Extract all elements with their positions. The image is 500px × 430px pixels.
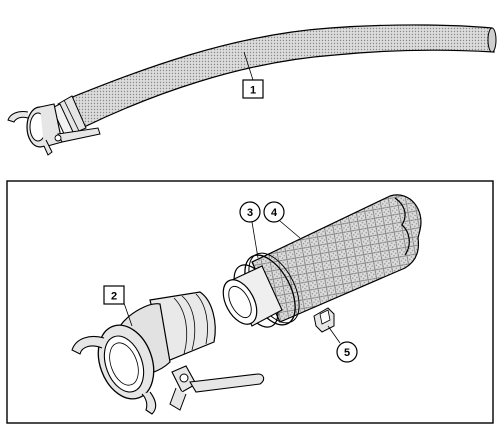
- insert-sleeve: [222, 265, 283, 327]
- hose-body: [69, 24, 495, 129]
- callout-2: 2: [103, 285, 125, 305]
- coupler-ear-left: [71, 335, 105, 355]
- callout-3: 3: [239, 201, 261, 223]
- hose-section: [251, 194, 422, 323]
- hose-cut-end: [394, 197, 410, 256]
- callout-5: 5: [336, 341, 358, 363]
- cam-lever: [169, 365, 265, 411]
- clip: [313, 307, 335, 333]
- callout-1-leader: [243, 51, 254, 81]
- coupler-detail: [71, 291, 265, 415]
- hose-assembly-overview: 1: [7, 24, 497, 156]
- callout-5-label: 5: [344, 347, 350, 359]
- hose-ferrule: [51, 95, 87, 139]
- callout-1-label: 1: [250, 85, 256, 97]
- callout-2-label: 2: [111, 291, 117, 303]
- callout-4-leader: [279, 220, 301, 239]
- callout-3-label: 3: [247, 207, 253, 219]
- callout-2-leader: [123, 302, 133, 327]
- callout-1: 1: [242, 79, 264, 99]
- callout-3-leader: [251, 221, 259, 259]
- callout-5-leader: [327, 325, 341, 344]
- hose-end: [487, 27, 497, 53]
- callout-4-label: 4: [271, 207, 278, 219]
- callout-4: 4: [263, 201, 285, 223]
- coupler-overview: [7, 103, 101, 156]
- hose-detail: [222, 194, 422, 333]
